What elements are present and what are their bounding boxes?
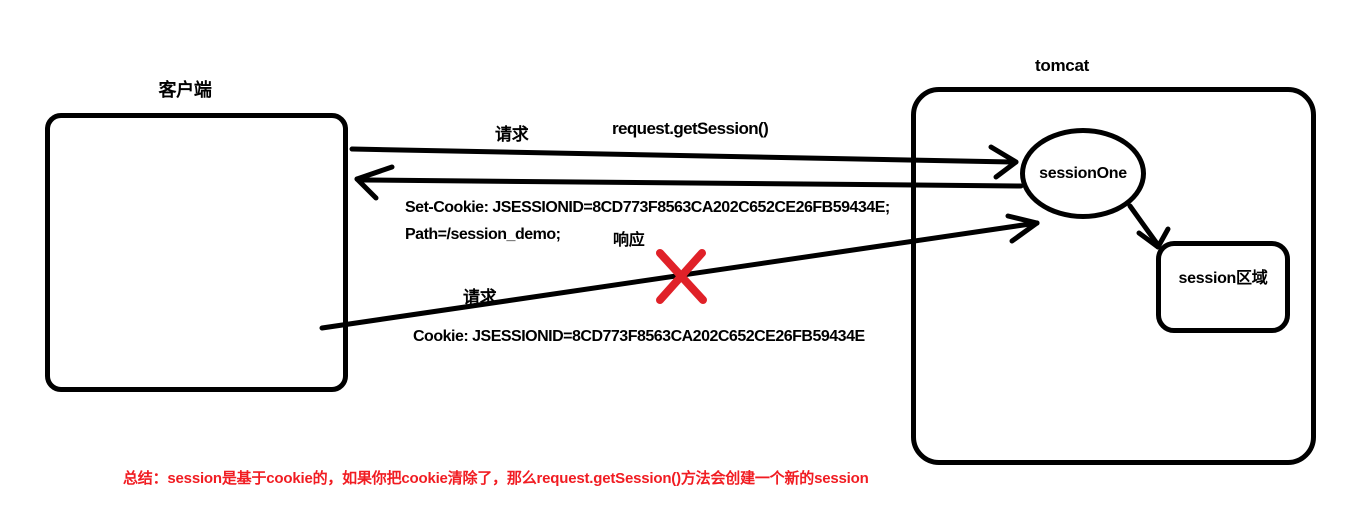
- get-session-call-label: request.getSession(): [612, 119, 769, 138]
- response-arrow: [354, 164, 1024, 201]
- tomcat-box: [911, 87, 1316, 465]
- session-area-label: session区域: [1178, 270, 1268, 287]
- session-one-label: sessionOne: [1039, 164, 1127, 182]
- set-cookie-header-line2: Path=/session_demo;: [405, 226, 561, 243]
- client-box: [45, 113, 348, 392]
- cookie-header-line: Cookie: JSESSIONID=8CD773F8563CA202C652C…: [413, 328, 865, 345]
- tomcat-label: tomcat: [1035, 56, 1089, 75]
- response-label: 响应: [613, 232, 645, 249]
- summary-text: 总结：session是基于cookie的，如果你把cookie清除了，那么req…: [123, 470, 869, 487]
- session-one-node: sessionOne: [1020, 128, 1146, 219]
- request1-label: 请求: [495, 125, 529, 144]
- session-area-box: session区域: [1156, 241, 1290, 333]
- client-label: 客户端: [158, 80, 212, 100]
- request-arrow: [349, 144, 1019, 180]
- set-cookie-header-line1: Set-Cookie: JSESSIONID=8CD773F8563CA202C…: [405, 199, 890, 216]
- session-store-arrow: [1127, 203, 1171, 250]
- red-x-icon: [656, 249, 707, 304]
